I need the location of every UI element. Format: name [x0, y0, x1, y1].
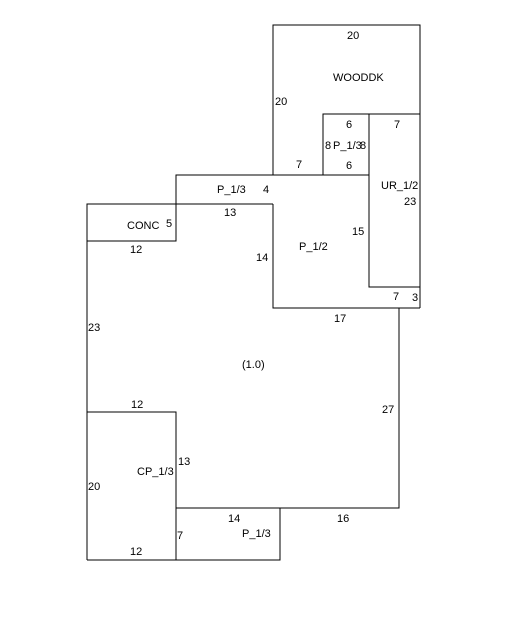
dimension-label: 16 [337, 513, 349, 525]
area-label-ur: UR_1/2 [381, 180, 418, 192]
dimension-label: 13 [178, 456, 190, 468]
dimension-label: 12 [131, 399, 143, 411]
dimension-label: 14 [256, 252, 268, 264]
wooddk-outline [272, 24, 421, 308]
p-mid-outline [272, 204, 420, 309]
dimension-label: 13 [224, 207, 236, 219]
dimension-label: 17 [334, 313, 346, 325]
conc-outline [86, 203, 177, 242]
area-labels: WOODDK P_1/3 UR_1/2 P_1/3 CONC P_1/2 (1.… [127, 72, 418, 540]
dimension-label: 20 [275, 96, 287, 108]
ur-outline [322, 113, 420, 288]
area-label-p-bottom: P_1/3 [242, 528, 271, 540]
dimension-label: 14 [228, 513, 240, 525]
cp-outline [87, 411, 177, 561]
dimension-label: 6 [346, 119, 352, 131]
dimension-label: 6 [346, 160, 352, 172]
dimension-labels: 20 20 6 8 8 6 7 23 7 3 7 4 13 5 12 14 15… [88, 30, 418, 558]
p-upper-outline [175, 174, 369, 205]
dimension-label: 23 [88, 322, 100, 334]
dimension-label: 7 [393, 291, 399, 303]
area-label-main: (1.0) [242, 359, 265, 371]
dimension-label: 4 [263, 184, 269, 196]
area-label-p-upper: P_1/3 [217, 184, 246, 196]
area-label-conc: CONC [127, 220, 159, 232]
dimension-label: 7 [394, 119, 400, 131]
dimension-label: 8 [360, 140, 366, 152]
area-label-wooddk: WOODDK [333, 72, 384, 84]
dimension-label: 7 [177, 530, 183, 542]
p-bottom-outline [176, 507, 281, 561]
dimension-label: 3 [412, 292, 418, 304]
dimension-label: 7 [296, 159, 302, 171]
dimension-label: 20 [347, 30, 359, 42]
dimension-label: 12 [130, 546, 142, 558]
dimension-label: 27 [382, 404, 394, 416]
dimension-label: 8 [325, 140, 331, 152]
area-outlines [86, 24, 421, 561]
area-label-p-small: P_1/3 [333, 140, 362, 152]
dimension-label: 12 [130, 244, 142, 256]
dimension-label: 20 [88, 481, 100, 493]
dimension-label: 5 [166, 218, 172, 230]
area-label-cp: CP_1/3 [137, 466, 174, 478]
dimension-label: 15 [352, 226, 364, 238]
area-label-p-mid: P_1/2 [299, 241, 328, 253]
dimension-label: 23 [404, 196, 416, 208]
